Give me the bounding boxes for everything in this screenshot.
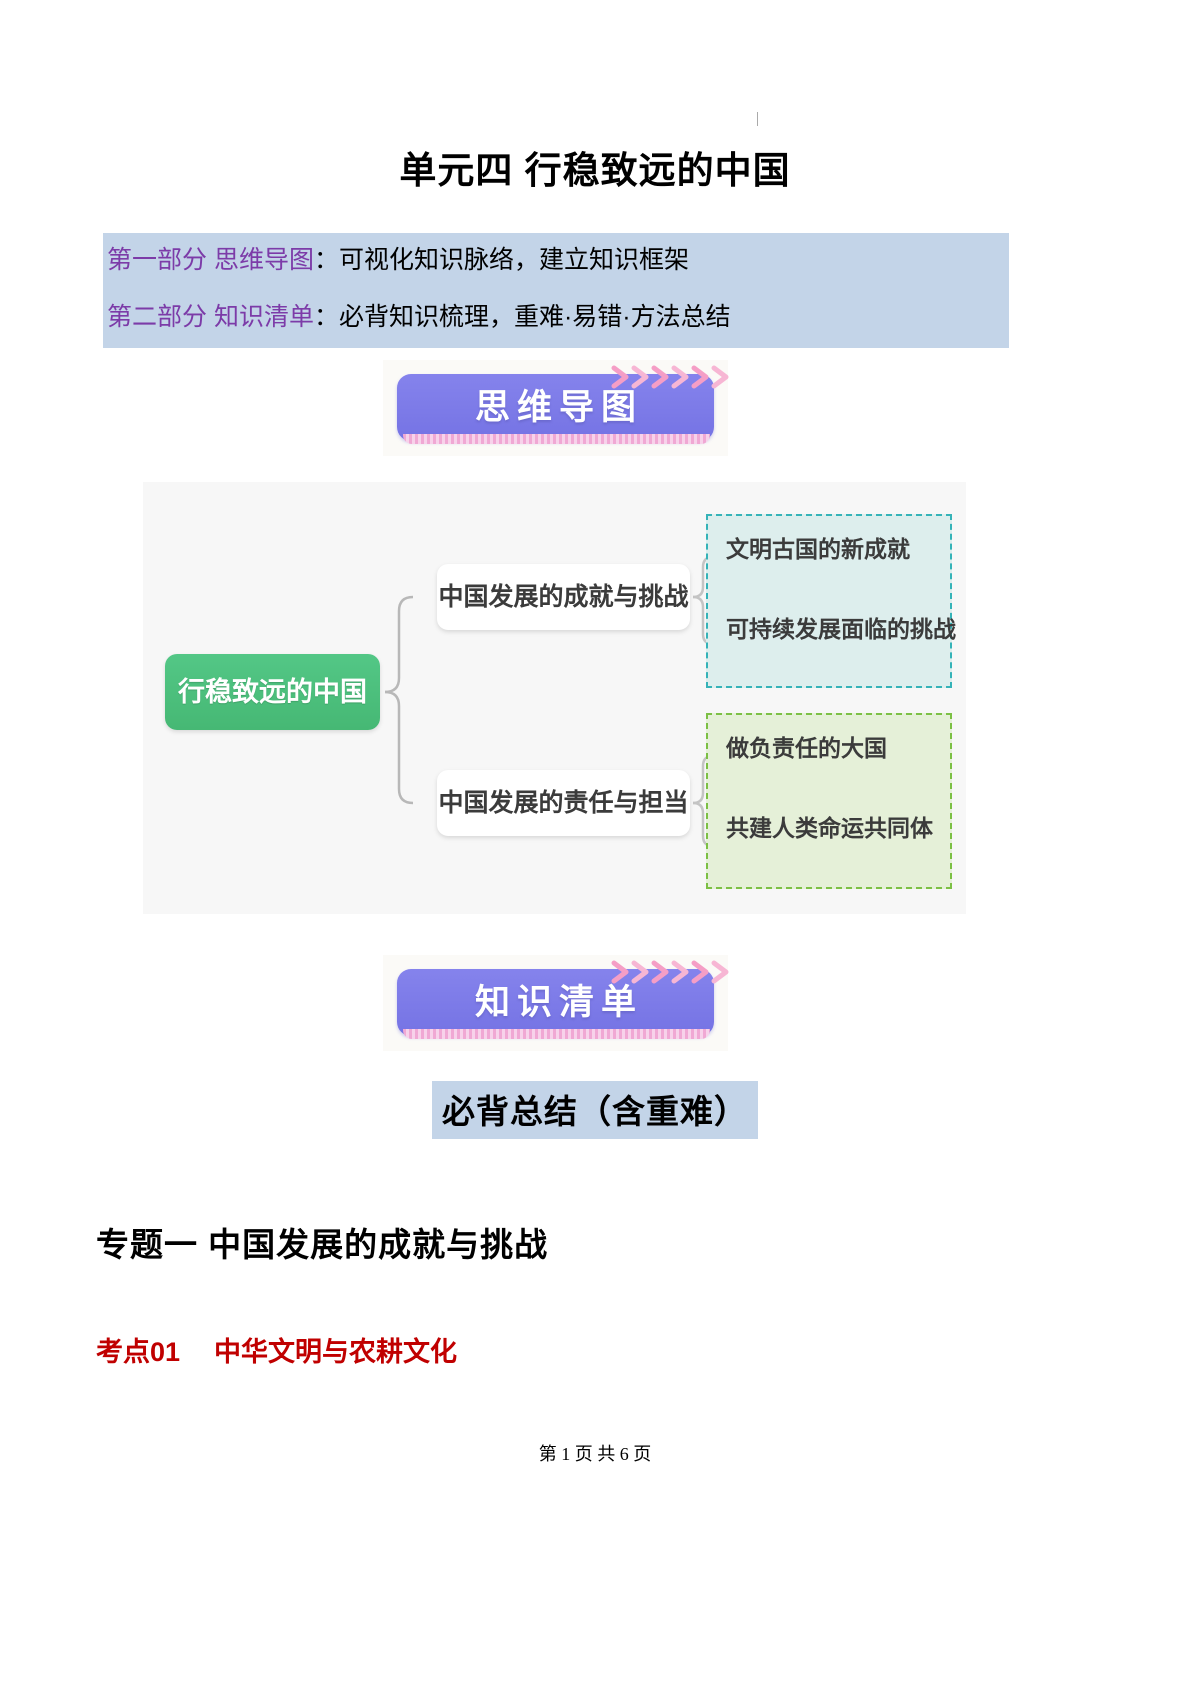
page-title: 单元四 行稳致远的中国 — [399, 150, 791, 191]
mindmap-banner-label: 思维导图 — [474, 388, 643, 427]
mindmap-root-node: 行稳致远的中国 — [165, 654, 380, 730]
point-number: 考点01 — [96, 1337, 181, 1367]
mindmap-leaf-2-1: 做负责任的大国 — [726, 735, 887, 761]
point-title: 中华文明与农耕文化 — [214, 1337, 458, 1367]
summary-heading: 必背总结（含重难） — [0, 1081, 1190, 1139]
intro-colon-1: ： — [313, 246, 339, 274]
intro-row-2: 第二部分 知识清单：必背知识梳理，重难·易错·方法总结 — [107, 305, 731, 330]
mindmap-branch-node-1: 中国发展的成就与挑战 — [437, 564, 690, 630]
mindmap-branch-label-2: 中国发展的责任与担当 — [438, 789, 689, 817]
checklist-banner-label: 知识清单 — [474, 983, 643, 1022]
mindmap-leaf-2-2: 共建人类命运共同体 — [726, 815, 933, 841]
mindmap-banner-stripe — [403, 434, 710, 444]
checklist-banner-stripe — [403, 1029, 710, 1039]
mindmap-diagram: 行稳致远的中国 中国发展的成就与挑战 中国发展的责任与担当 文明古国的新成就 可… — [143, 482, 966, 914]
intro-band: 第一部分 思维导图：可视化知识脉络，建立知识框架 第二部分 知识清单：必背知识梳… — [103, 233, 1009, 348]
intro-label-2: 第二部分 知识清单 — [107, 303, 314, 331]
mindmap-banner-chip — [397, 374, 714, 441]
checklist-banner-chip — [397, 969, 714, 1036]
page-footer: 第 1 页 共 6 页 — [538, 1444, 652, 1464]
chevron-arrows-icon — [611, 365, 729, 389]
intro-row-1: 第一部分 思维导图：可视化知识脉络，建立知识框架 — [107, 248, 689, 273]
intro-label-1: 第一部分 思维导图 — [107, 246, 314, 274]
intro-text-1: 可视化知识脉络，建立知识框架 — [338, 246, 689, 274]
mindmap-leafbox-2: 做负责任的大国 共建人类命运共同体 — [706, 713, 952, 889]
mindmap-branch-node-2: 中国发展的责任与担当 — [437, 770, 690, 836]
mindmap-leafbox-1: 文明古国的新成就 可持续发展面临的挑战 — [706, 514, 956, 688]
intro-colon-2: ： — [313, 303, 339, 331]
mindmap-leaf-1-1: 文明古国的新成就 — [726, 536, 910, 562]
mindmap-leaf-1-2: 可持续发展面临的挑战 — [726, 616, 956, 642]
mindmap-branch-label-1: 中国发展的成就与挑战 — [438, 583, 689, 611]
summary-heading-text: 必背总结（含重难） — [432, 1081, 758, 1139]
checklist-banner: 知识清单 — [383, 955, 729, 1051]
topic-heading: 专题一 中国发展的成就与挑战 — [96, 1226, 549, 1263]
text-caret — [757, 112, 758, 126]
point-heading: 考点01 中华文明与农耕文化 — [96, 1330, 457, 1369]
intro-text-2: 必背知识梳理，重难·易错·方法总结 — [338, 303, 731, 331]
mindmap-banner: 思维导图 — [383, 360, 729, 456]
mindmap-root-label: 行稳致远的中国 — [178, 677, 367, 707]
chevron-arrows-icon — [611, 960, 729, 984]
